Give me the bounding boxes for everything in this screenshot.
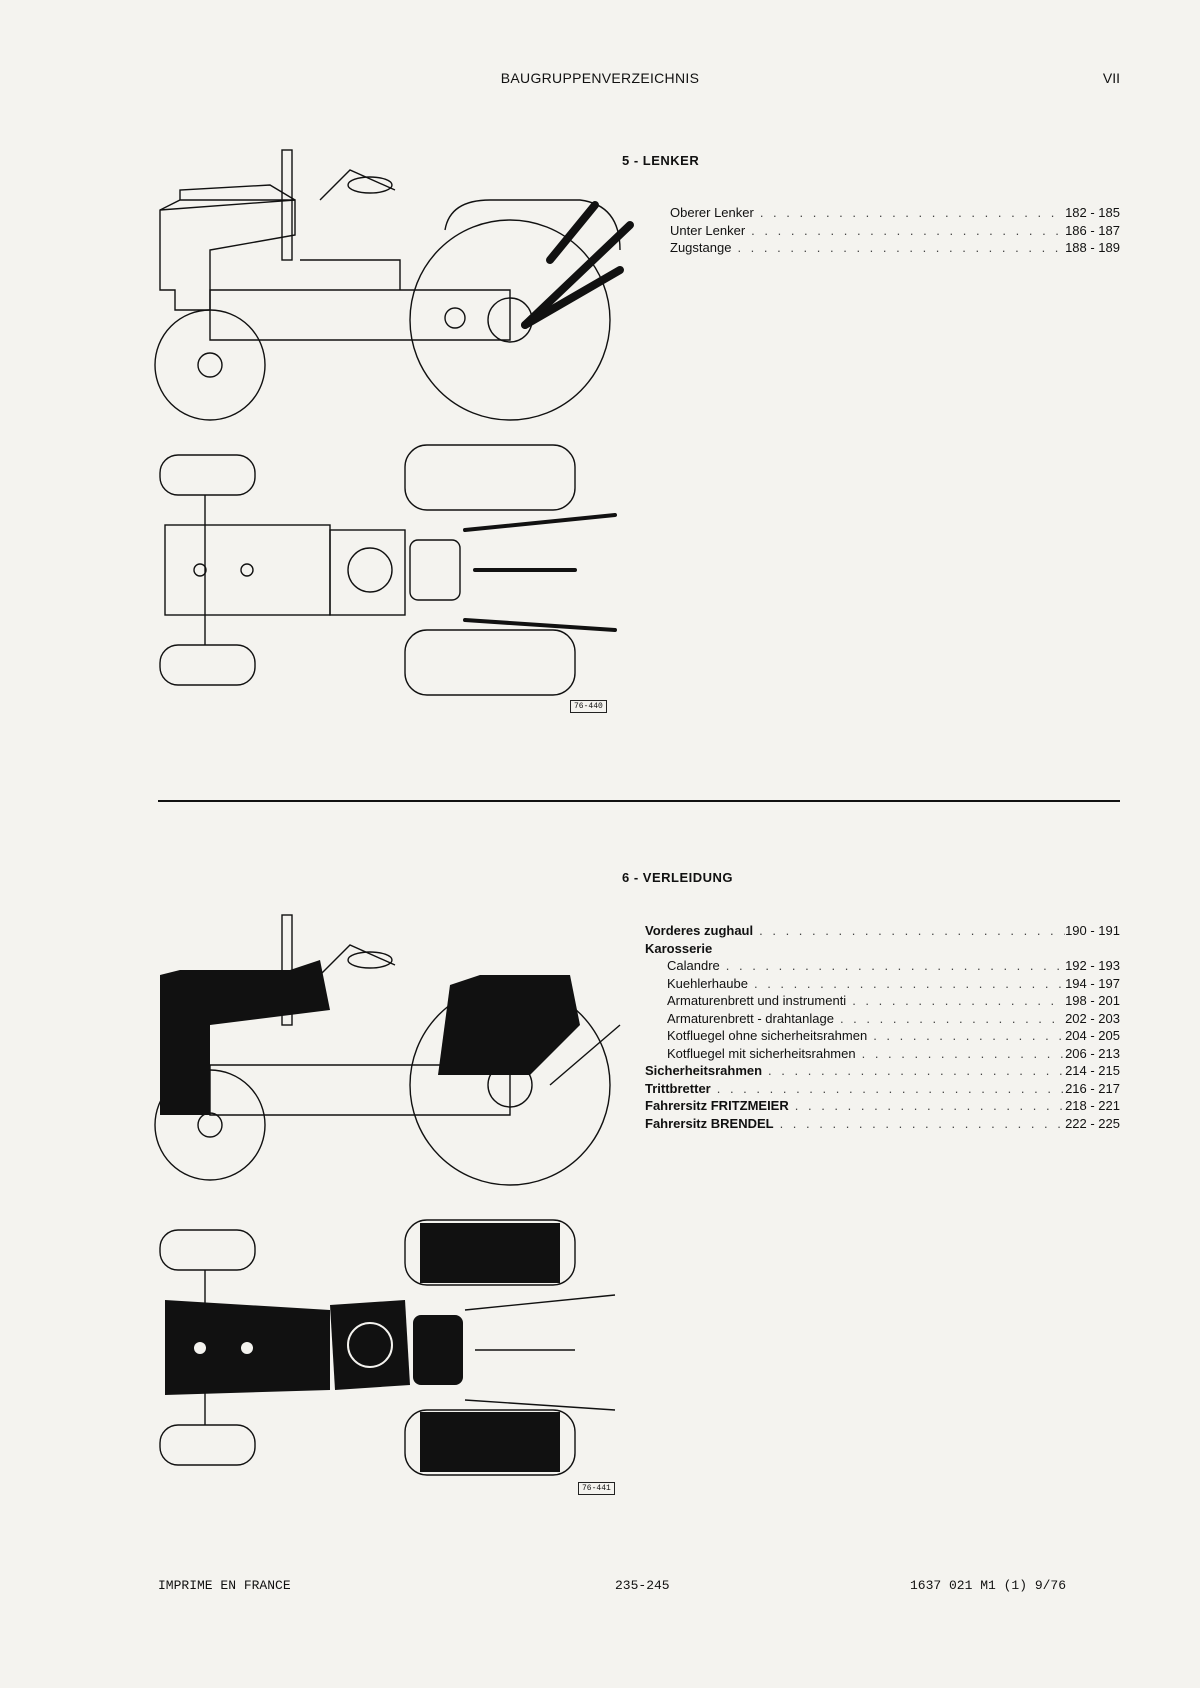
toc-entry-pages: 214 - 215 <box>1065 1063 1120 1078</box>
page-header-title: BAUGRUPPENVERZEICHNIS <box>500 70 700 86</box>
toc-leader-dots <box>754 204 1065 222</box>
toc-entry: Zugstange 188 - 189 <box>670 239 1120 257</box>
toc-entry-label: Trittbretter <box>645 1080 711 1096</box>
toc-leader-dots <box>834 1010 1065 1028</box>
toc-entry: Kotfluegel mit sicherheitsrahmen 206 - 21… <box>645 1045 1120 1063</box>
toc-entry-label: Kuehlerhaube <box>667 975 748 991</box>
toc-entry: Kotfluegel ohne sicherheitsrahmen 204 - 2… <box>645 1027 1120 1045</box>
toc-entry: Karosserie <box>645 940 1120 958</box>
toc-entry-pages: 222 - 225 <box>1065 1115 1120 1131</box>
toc-leader-dots <box>711 1080 1065 1098</box>
toc-entry-label: Karosserie <box>645 940 713 956</box>
toc-leader-dots <box>846 992 1065 1010</box>
toc-entry-pages: 190 - 191 <box>1065 923 1120 938</box>
toc-entry: Unter Lenker 186 - 187 <box>670 222 1120 240</box>
toc-entry-label: Fahrersitz BRENDEL <box>645 1115 774 1131</box>
toc-entry-label: Kotfluegel ohne sicherheitsrahmen <box>667 1028 868 1043</box>
toc-leader-dots <box>867 1027 1065 1045</box>
toc-leader-dots <box>745 222 1065 240</box>
toc-entry-pages: 218 - 221 <box>1065 1098 1120 1113</box>
toc-leader-dots <box>762 1062 1065 1080</box>
toc-entry: Fahrersitz FRITZMEIER 218 - 221 <box>645 1097 1120 1115</box>
toc-entry-label: Kotfluegel mit sicherheitsrahmen <box>667 1045 856 1061</box>
toc-entry: Kuehlerhaube 194 - 197 <box>645 975 1120 993</box>
toc-entry-label: Vorderes zughaul <box>645 923 754 938</box>
figure-ref-6: 76-441 <box>578 1482 615 1495</box>
toc-entry-label: Armaturenbrett - drahtanlage <box>667 1010 834 1026</box>
toc-entry-pages: 186 - 187 <box>1065 222 1120 238</box>
toc-entry: Armaturenbrett und instrumenti 198 - 201 <box>645 992 1120 1010</box>
toc-entry-label: Calandre <box>667 958 720 973</box>
toc-entry-pages: 202 - 203 <box>1065 1010 1120 1026</box>
footer-right: 1637 021 M1 (1) 9/76 <box>910 1578 1067 1593</box>
tractor-side-view-verleidung <box>154 914 621 1186</box>
toc-entry-pages: 198 - 201 <box>1065 993 1120 1008</box>
toc-entry-label: Zugstange <box>670 240 732 255</box>
figure-ref-5: 76-440 <box>570 700 607 713</box>
toc-leader-dots <box>856 1045 1065 1063</box>
toc-entry-label: Unter Lenker <box>670 222 746 238</box>
toc-entry-pages: 204 - 205 <box>1065 1028 1120 1043</box>
toc-entry-pages: 188 - 189 <box>1065 240 1120 255</box>
toc-entry-label: Oberer Lenker <box>670 205 754 220</box>
toc-entry: Armaturenbrett - drahtanlage 202 - 203 <box>645 1010 1120 1028</box>
toc-entry-pages: 192 - 193 <box>1065 958 1120 973</box>
toc-entry-label: Armaturenbrett und instrumenti <box>667 993 847 1008</box>
toc-leader-dots <box>731 239 1065 257</box>
footer-left: IMPRIME EN FRANCE <box>158 1578 291 1593</box>
toc-leader-dots <box>789 1097 1065 1115</box>
toc-entry-pages: 194 - 197 <box>1065 975 1120 991</box>
toc-entry-pages: 182 - 185 <box>1065 205 1120 220</box>
toc-entry: Oberer Lenker 182 - 185 <box>670 204 1120 222</box>
toc-entry: Calandre 192 - 193 <box>645 957 1120 975</box>
section-5-heading: 5 - LENKER <box>622 153 700 168</box>
toc-entry: Trittbretter 216 - 217 <box>645 1080 1120 1098</box>
tractor-top-view-verleidung <box>159 1219 616 1476</box>
toc-leader-dots <box>720 957 1065 975</box>
toc-leader-dots <box>753 922 1065 940</box>
section-6-heading: 6 - VERLEIDUNG <box>622 870 734 885</box>
tractor-top-view-lenker <box>159 444 617 696</box>
toc-leader-dots <box>774 1115 1065 1133</box>
footer-center: 235-245 <box>615 1578 670 1593</box>
toc-entry: Fahrersitz BRENDEL 222 - 225 <box>645 1115 1120 1133</box>
toc-entry: Vorderes zughaul 190 - 191 <box>645 922 1120 940</box>
page-number: VII <box>1102 70 1120 86</box>
tractor-side-view-lenker <box>154 149 634 421</box>
toc-entry-label: Fahrersitz FRITZMEIER <box>645 1098 789 1113</box>
toc-leader-dots <box>748 975 1065 993</box>
section-6-contents: Vorderes zughaul190 - 191KarosserieCalan… <box>645 922 1120 1132</box>
toc-entry-pages: 206 - 213 <box>1065 1045 1120 1061</box>
toc-entry-label: Sicherheitsrahmen <box>645 1063 763 1078</box>
toc-entry: Sicherheitsrahmen 214 - 215 <box>645 1062 1120 1080</box>
section-divider <box>158 800 1120 802</box>
toc-entry-pages: 216 - 217 <box>1065 1080 1120 1096</box>
